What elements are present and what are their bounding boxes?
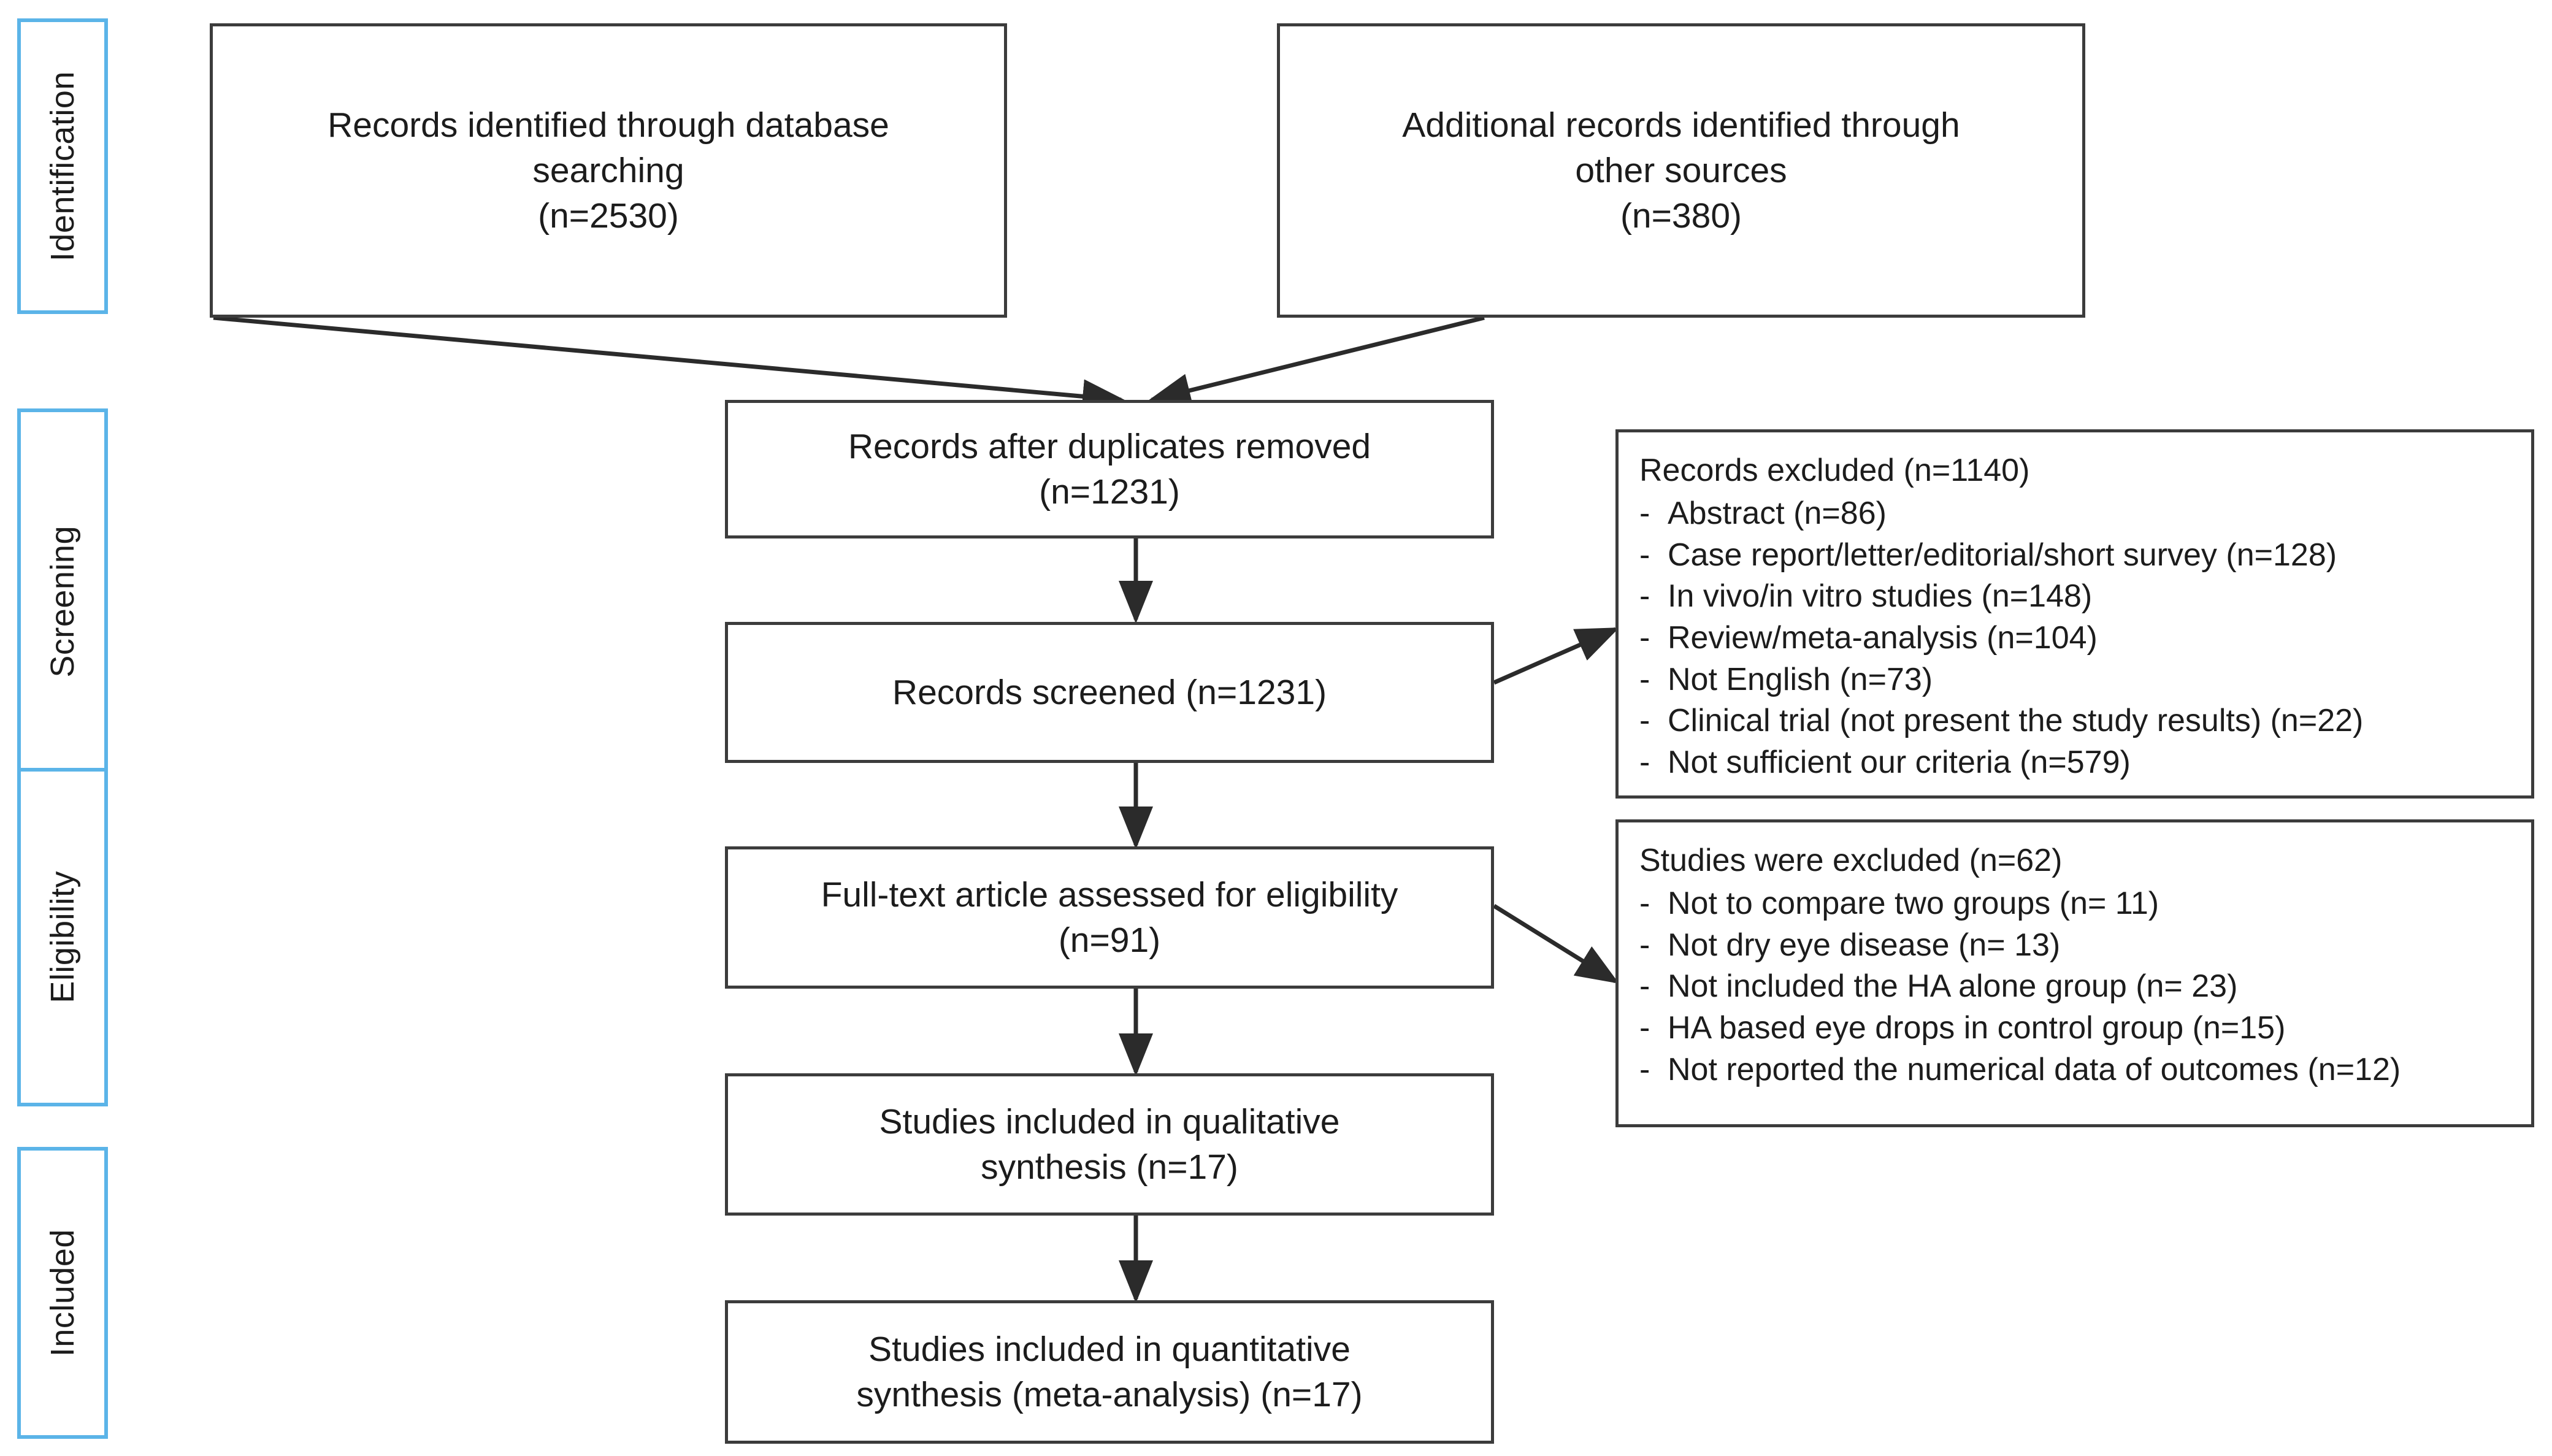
box-quantitative-synthesis: Studies included in quantitative synthes…: [725, 1300, 1494, 1444]
stage-label-included: Included: [17, 1147, 108, 1439]
records-excluded-title: Records excluded (n=1140): [1639, 453, 2030, 488]
list-item: - Not reported the numerical data of out…: [1639, 1049, 2515, 1091]
bullet-dash-icon: -: [1639, 968, 1650, 1005]
box-additional-records-other-sources-text: Additional records identified through ot…: [1402, 105, 1960, 236]
studies-excluded-title: Studies were excluded (n=62): [1639, 843, 2063, 878]
list-item: - Not dry eye disease (n= 13): [1639, 925, 2515, 967]
box-records-identified-database-text: Records identified through database sear…: [328, 105, 889, 236]
list-item: - Clinical trial (not present the study …: [1639, 700, 2515, 742]
bullet-dash-icon: -: [1639, 1010, 1650, 1046]
list-item: - Review/meta-analysis (n=104): [1639, 618, 2515, 659]
box-quantitative-synthesis-text: Studies included in quantitative synthes…: [856, 1329, 1363, 1414]
list-item-label: Not to compare two groups (n= 11): [1668, 886, 2159, 922]
box-records-screened-text: Records screened (n=1231): [892, 672, 1327, 712]
arrow-db-to-duplicates: [213, 315, 1125, 414]
list-item: - Not sufficient our criteria (n=579): [1639, 742, 2515, 784]
stage-label-identification-text: Identification: [44, 71, 81, 262]
arrow-other-to-duplicates: [1148, 315, 1485, 408]
list-item-label: Not English (n=73): [1668, 661, 1933, 697]
list-item-label: In vivo/in vitro studies (n=148): [1668, 578, 2093, 615]
list-item: - Case report/letter/editorial/short sur…: [1639, 535, 2515, 577]
box-records-after-duplicates-text: Records after duplicates removed (n=1231…: [848, 426, 1371, 512]
box-qualitative-synthesis-text: Studies included in qualitative synthesi…: [879, 1102, 1340, 1187]
bullet-dash-icon: -: [1639, 744, 1650, 780]
records-excluded-list: - Abstract (n=86) - Case report/letter/e…: [1639, 493, 2515, 783]
stage-label-screening-text: Screening: [44, 526, 81, 678]
list-item-label: Clinical trial (not present the study re…: [1668, 703, 2364, 739]
bullet-dash-icon: -: [1639, 886, 1650, 922]
bullet-dash-icon: -: [1639, 619, 1650, 656]
list-item: - Not English (n=73): [1639, 659, 2515, 701]
box-fulltext-assessed-text: Full-text article assessed for eligibili…: [821, 875, 1398, 960]
bullet-dash-icon: -: [1639, 496, 1650, 532]
list-item: - HA based eye drops in control group (n…: [1639, 1008, 2515, 1049]
bullet-dash-icon: -: [1639, 661, 1650, 697]
list-item-label: Review/meta-analysis (n=104): [1668, 619, 2098, 656]
studies-excluded-list: - Not to compare two groups (n= 11) - No…: [1639, 883, 2515, 1090]
list-item-label: Not sufficient our criteria (n=579): [1668, 744, 2131, 780]
bullet-dash-icon: -: [1639, 927, 1650, 963]
box-records-screened: Records screened (n=1231): [725, 622, 1494, 763]
list-item-label: Not reported the numerical data of outco…: [1668, 1051, 2401, 1087]
bullet-dash-icon: -: [1639, 703, 1650, 739]
list-item: - Not included the HA alone group (n= 23…: [1639, 966, 2515, 1008]
arrow-fulltext-to-studies-excluded: [1493, 904, 1619, 984]
box-studies-excluded: Studies were excluded (n=62) - Not to co…: [1615, 819, 2534, 1127]
bullet-dash-icon: -: [1639, 1051, 1650, 1087]
box-records-identified-database: Records identified through database sear…: [210, 23, 1007, 318]
stage-label-eligibility: Eligibility: [17, 768, 108, 1106]
box-records-after-duplicates: Records after duplicates removed (n=1231…: [725, 400, 1494, 538]
bullet-dash-icon: -: [1639, 537, 1650, 573]
stage-label-screening: Screening: [17, 408, 108, 795]
list-item-label: Not dry eye disease (n= 13): [1668, 927, 2061, 963]
stage-label-identification: Identification: [17, 18, 108, 314]
stage-label-included-text: Included: [44, 1228, 81, 1357]
list-item: - Not to compare two groups (n= 11): [1639, 883, 2515, 925]
list-item-label: Case report/letter/editorial/short surve…: [1668, 537, 2337, 573]
arrow-screened-to-records-excluded: [1493, 627, 1620, 685]
box-qualitative-synthesis: Studies included in qualitative synthesi…: [725, 1073, 1494, 1216]
list-item: - In vivo/in vitro studies (n=148): [1639, 576, 2515, 618]
list-item-label: Not included the HA alone group (n= 23): [1668, 968, 2238, 1005]
list-item: - Abstract (n=86): [1639, 493, 2515, 535]
list-item-label: Abstract (n=86): [1668, 496, 1887, 532]
list-item-label: HA based eye drops in control group (n=1…: [1668, 1010, 2286, 1046]
box-fulltext-assessed: Full-text article assessed for eligibili…: [725, 846, 1494, 989]
bullet-dash-icon: -: [1639, 578, 1650, 615]
box-records-excluded: Records excluded (n=1140) - Abstract (n=…: [1615, 429, 2534, 799]
stage-label-eligibility-text: Eligibility: [44, 871, 81, 1003]
box-additional-records-other-sources: Additional records identified through ot…: [1277, 23, 2085, 318]
